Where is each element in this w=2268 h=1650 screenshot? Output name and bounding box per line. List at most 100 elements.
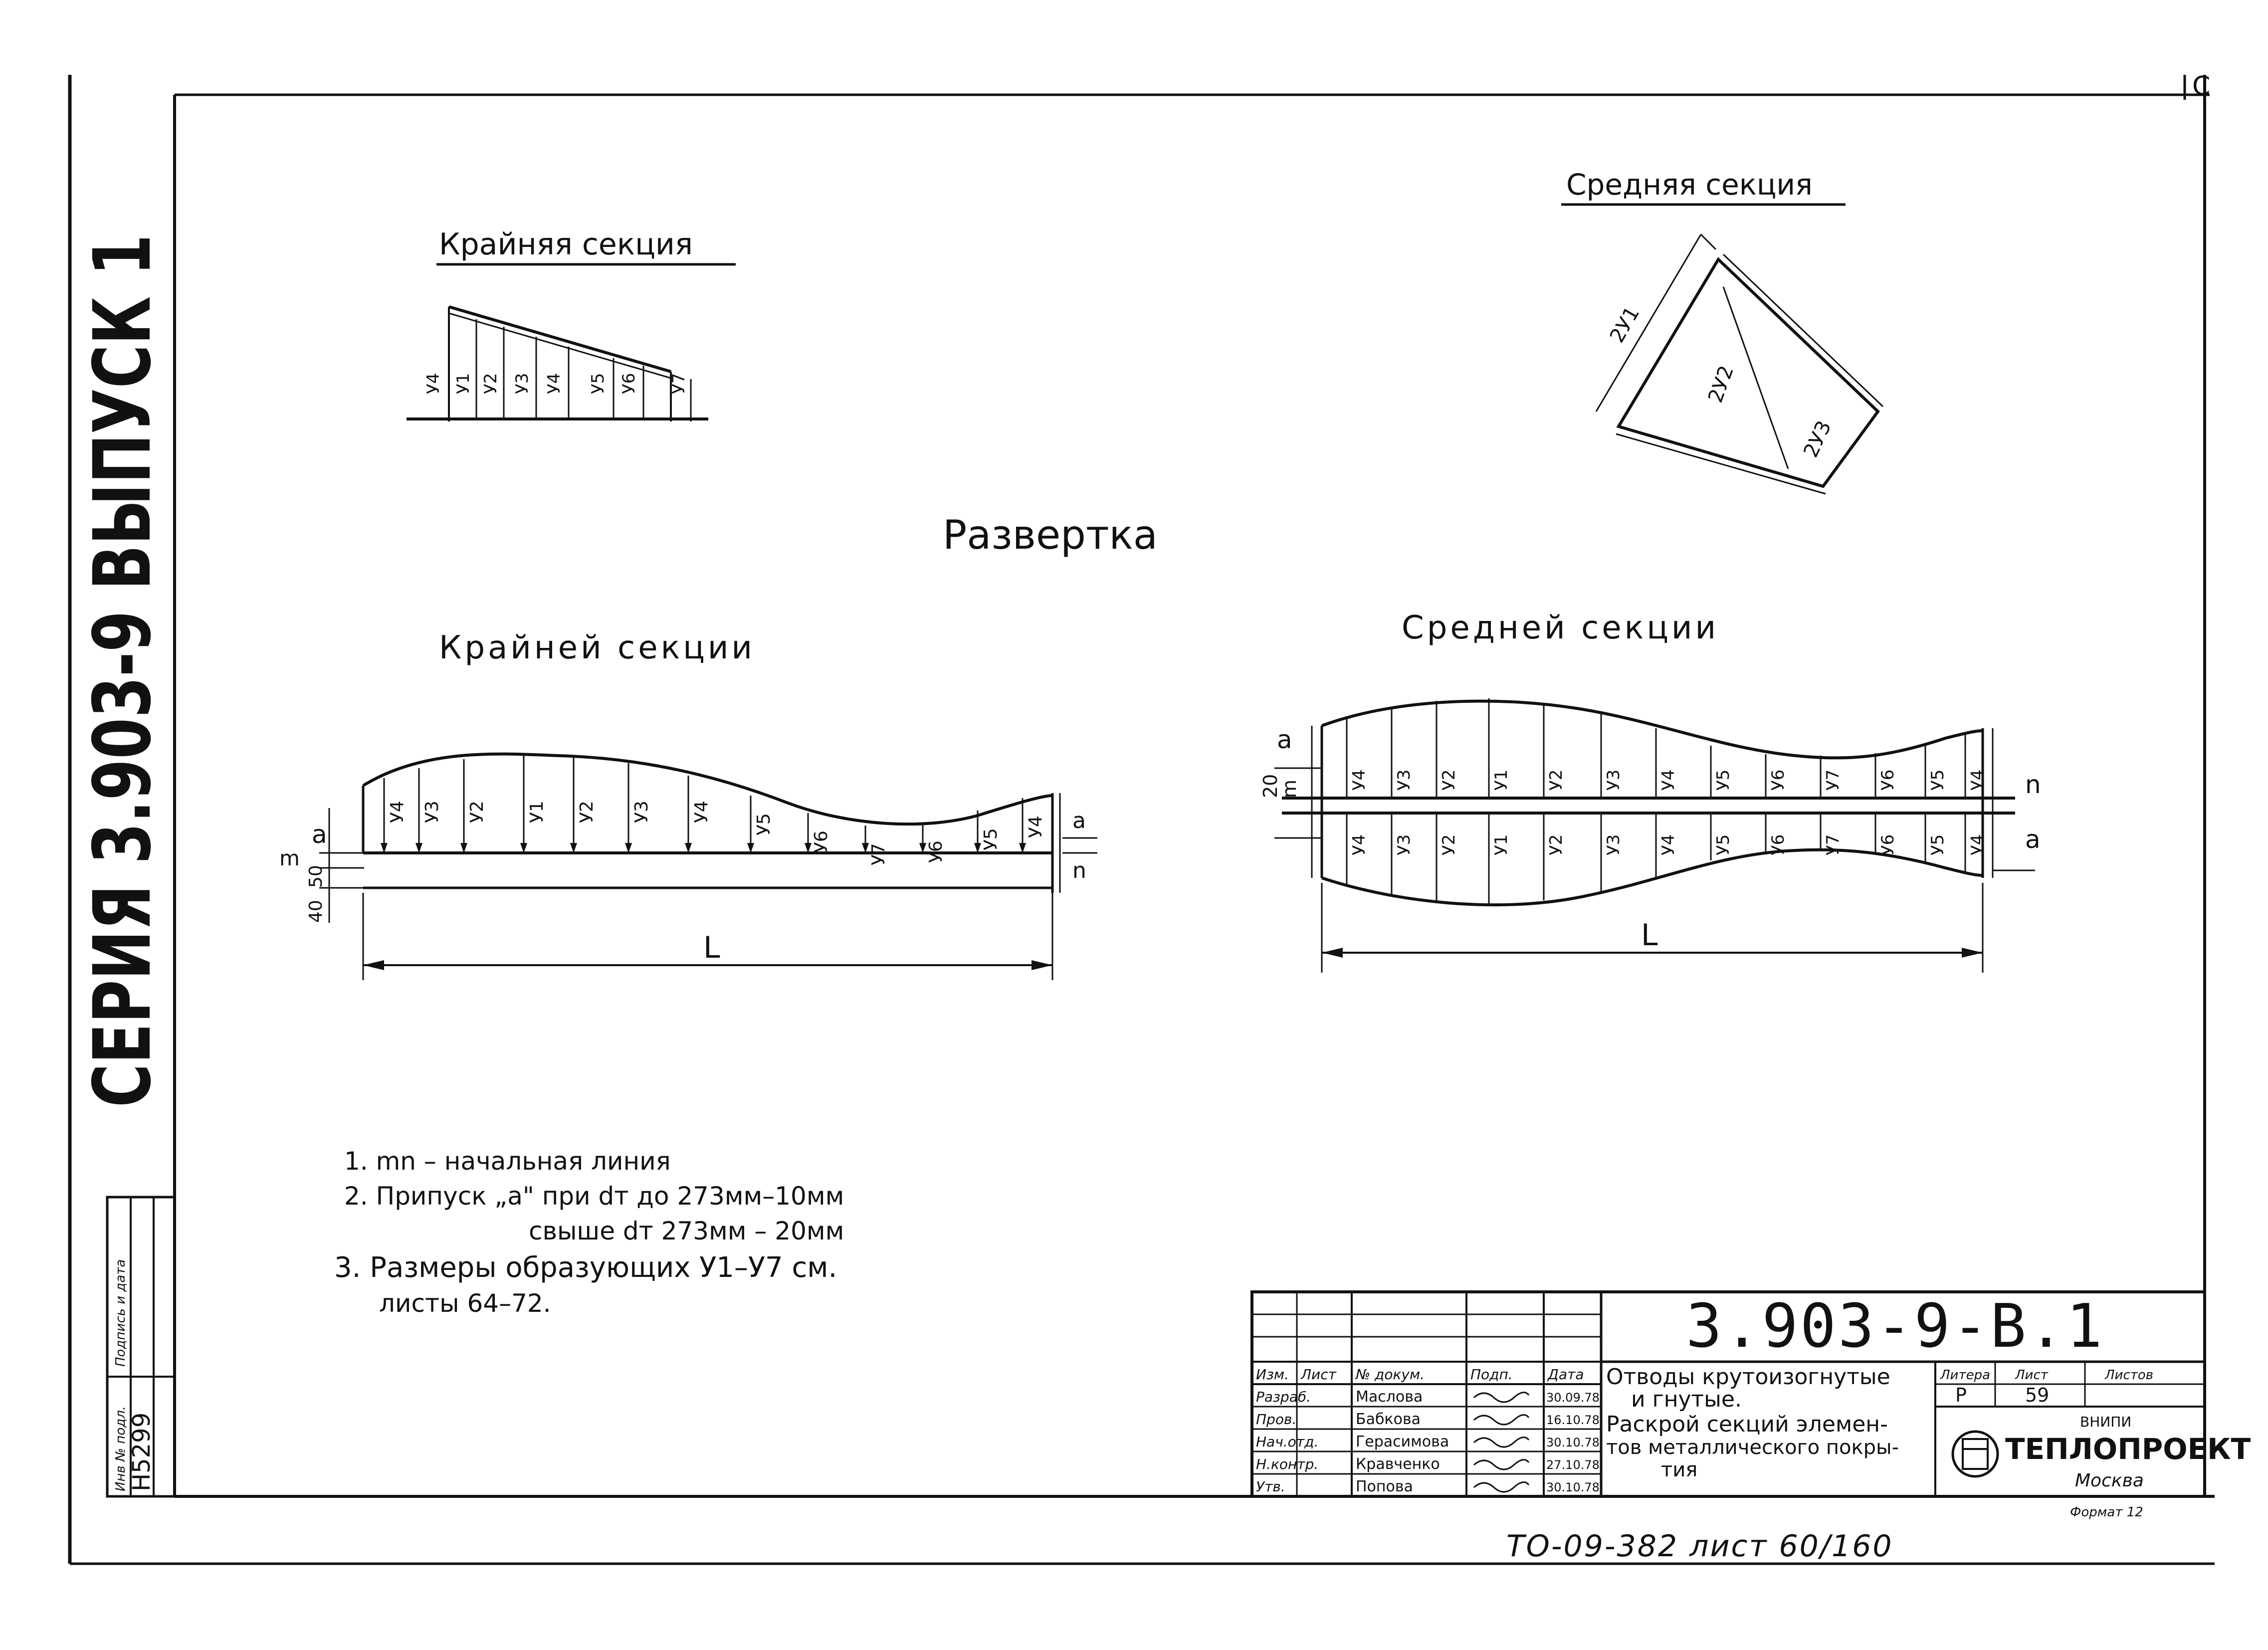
title-block-date: 16.10.78	[1546, 1413, 1600, 1427]
edge-dev-label: У5	[754, 813, 774, 835]
corner-mark-text: С	[2192, 71, 2210, 101]
middle-dev-bottom-label: У7	[1823, 834, 1843, 855]
title-line-3: Раскрой секций элемен-	[1606, 1412, 1888, 1437]
edge-top-label-y4: У4	[544, 373, 564, 394]
edge-dim-50: 50	[306, 865, 326, 888]
middle-dev-top-label: У2	[1439, 770, 1459, 791]
edge-dev-arrow	[520, 843, 527, 853]
title-block-signature	[1473, 1392, 1530, 1403]
title-block-role: Утв.	[1256, 1478, 1285, 1495]
title-block-name: Маслова	[1356, 1388, 1423, 1406]
series-vertical-text: СЕРИЯ 3.903-9 ВЫПУСК 1	[77, 234, 169, 1107]
title-block-signature	[1473, 1459, 1530, 1470]
edge-dev-label: У6	[811, 830, 831, 853]
edge-top-label-y4-left: У4	[423, 373, 443, 394]
title-block	[1250, 1290, 2206, 1498]
edge-dev-label: У2	[577, 801, 597, 823]
title-block-header: Изм.	[1256, 1366, 1289, 1383]
edge-dev-label: У2	[467, 801, 487, 823]
edge-dev-arrow	[974, 843, 981, 853]
middle-dev-bottom-label: У4	[1968, 834, 1988, 855]
edge-dev-label: У4	[1026, 816, 1046, 838]
edge-top-label-y3: У3	[512, 373, 532, 394]
stamp-label-signature: Подпись и дата	[113, 1259, 128, 1367]
title-block-date: 27.10.78	[1546, 1458, 1600, 1472]
middle-dev-bottom-label: У4	[1658, 834, 1678, 855]
stamp-label-inv: Инв № подл.	[113, 1406, 128, 1491]
middle-dev-bottom-label: У6	[1768, 834, 1788, 855]
edge-dev-arrow	[625, 843, 632, 853]
title-line-4: тов металлического покры-	[1606, 1436, 1899, 1459]
middle-dev-top-label: У4	[1349, 770, 1369, 791]
inventory-number: Н5299	[128, 1413, 156, 1491]
footer-archive-number: ТО-09-382 лист 60/160	[1506, 1529, 1893, 1564]
middle-section-view: Средняя секция 2У1 2У2 2У3	[1561, 168, 1884, 495]
note-1: 1. mn – начальная линия	[344, 1147, 671, 1176]
edge-dev-label: У5	[981, 828, 1001, 850]
title-line-2: и гнутые.	[1631, 1387, 1742, 1412]
title-block-header: Лист	[1300, 1366, 1337, 1383]
edge-top-label-y5: У5	[588, 373, 608, 394]
edge-top-label-y2: У2	[481, 373, 501, 394]
side-stamp: Инв № подл. Подпись и дата Н5299	[106, 1196, 176, 1498]
stage-header-litera: Литера	[1940, 1368, 1990, 1383]
middle-dev-top-label: У4	[1968, 770, 1988, 791]
title-block-role: Пров.	[1256, 1411, 1296, 1428]
middle-dev-bottom-label: У6	[1878, 834, 1898, 855]
edge-dev-label: У6	[926, 840, 946, 863]
org-logo	[1951, 1430, 1999, 1478]
edge-dev-label: У7	[868, 843, 889, 865]
middle-development: Средней секции У4У4У3У3У2У2У1У1У2У2У3У3У…	[1259, 610, 2041, 973]
corner-mark: С	[2183, 71, 2210, 101]
sheet-value: 59	[2025, 1384, 2049, 1406]
edge-top-label-y7: У7	[669, 373, 689, 394]
title-block-signature	[1473, 1481, 1530, 1493]
title-block-name: Кравченко	[1356, 1455, 1440, 1473]
edge-dev-label: У3	[631, 801, 652, 823]
edge-dev-arrow	[919, 843, 926, 853]
note-3-continued: листы 64–72.	[379, 1289, 551, 1318]
stage-value: Р	[1955, 1384, 1967, 1406]
edge-dev-label: У3	[422, 801, 442, 823]
edge-dev-label: У4	[387, 801, 408, 823]
title-block-date: 30.09.78	[1546, 1391, 1600, 1405]
org-small: ВНИПИ	[2080, 1414, 2131, 1430]
org-name: ТЕПЛОПРОЕКТ	[2005, 1432, 2251, 1466]
middle-dim-20: 20	[1259, 774, 1281, 798]
middle-dev-bottom-label: У5	[1928, 834, 1948, 855]
title-line-1: Отводы крутоизогнутые	[1606, 1364, 1890, 1390]
title-block-name: Попова	[1356, 1478, 1413, 1495]
title-block-name: Бабкова	[1356, 1411, 1421, 1428]
title-block-header: Дата	[1547, 1366, 1584, 1383]
edge-dev-arrow	[747, 843, 754, 853]
middle-dim-n: n	[2025, 770, 2041, 799]
edge-dim-40: 40	[306, 900, 326, 923]
middle-dev-top-label: У3	[1394, 770, 1414, 791]
format-label: Формат 12	[2070, 1505, 2143, 1520]
edge-dev-label: У4	[691, 801, 712, 823]
edge-dev-arrow	[1019, 843, 1026, 853]
note-2: 2. Припуск „a" при dт до 273мм–10мм	[344, 1182, 844, 1211]
edge-top-label-y6: У6	[619, 373, 639, 394]
middle-dev-title: Средней секции	[1402, 610, 1719, 646]
title-block-role: Н.контр.	[1256, 1456, 1318, 1472]
middle-label-2y2: 2У2	[1704, 363, 1738, 406]
middle-dev-top-label: У5	[1928, 770, 1948, 791]
middle-label-2y3: 2У3	[1799, 417, 1836, 461]
title-block-header: Подп.	[1470, 1366, 1513, 1383]
title-block-name: Герасимова	[1356, 1433, 1449, 1450]
title-line-5: тия	[1661, 1458, 1697, 1481]
org-city: Москва	[2075, 1470, 2144, 1491]
middle-dev-bottom-label: У5	[1713, 834, 1733, 855]
title-block-header: № докум.	[1355, 1366, 1425, 1383]
edge-dev-arrow	[415, 843, 422, 853]
note-2-continued: свыше dт 273мм – 20мм	[529, 1217, 844, 1245]
title-block-date: 30.10.78	[1546, 1480, 1600, 1494]
middle-dev-top-label: У4	[1658, 770, 1678, 791]
stage-header-list: Лист	[2015, 1368, 2049, 1383]
stage-header-listov: Листов	[2104, 1368, 2153, 1383]
